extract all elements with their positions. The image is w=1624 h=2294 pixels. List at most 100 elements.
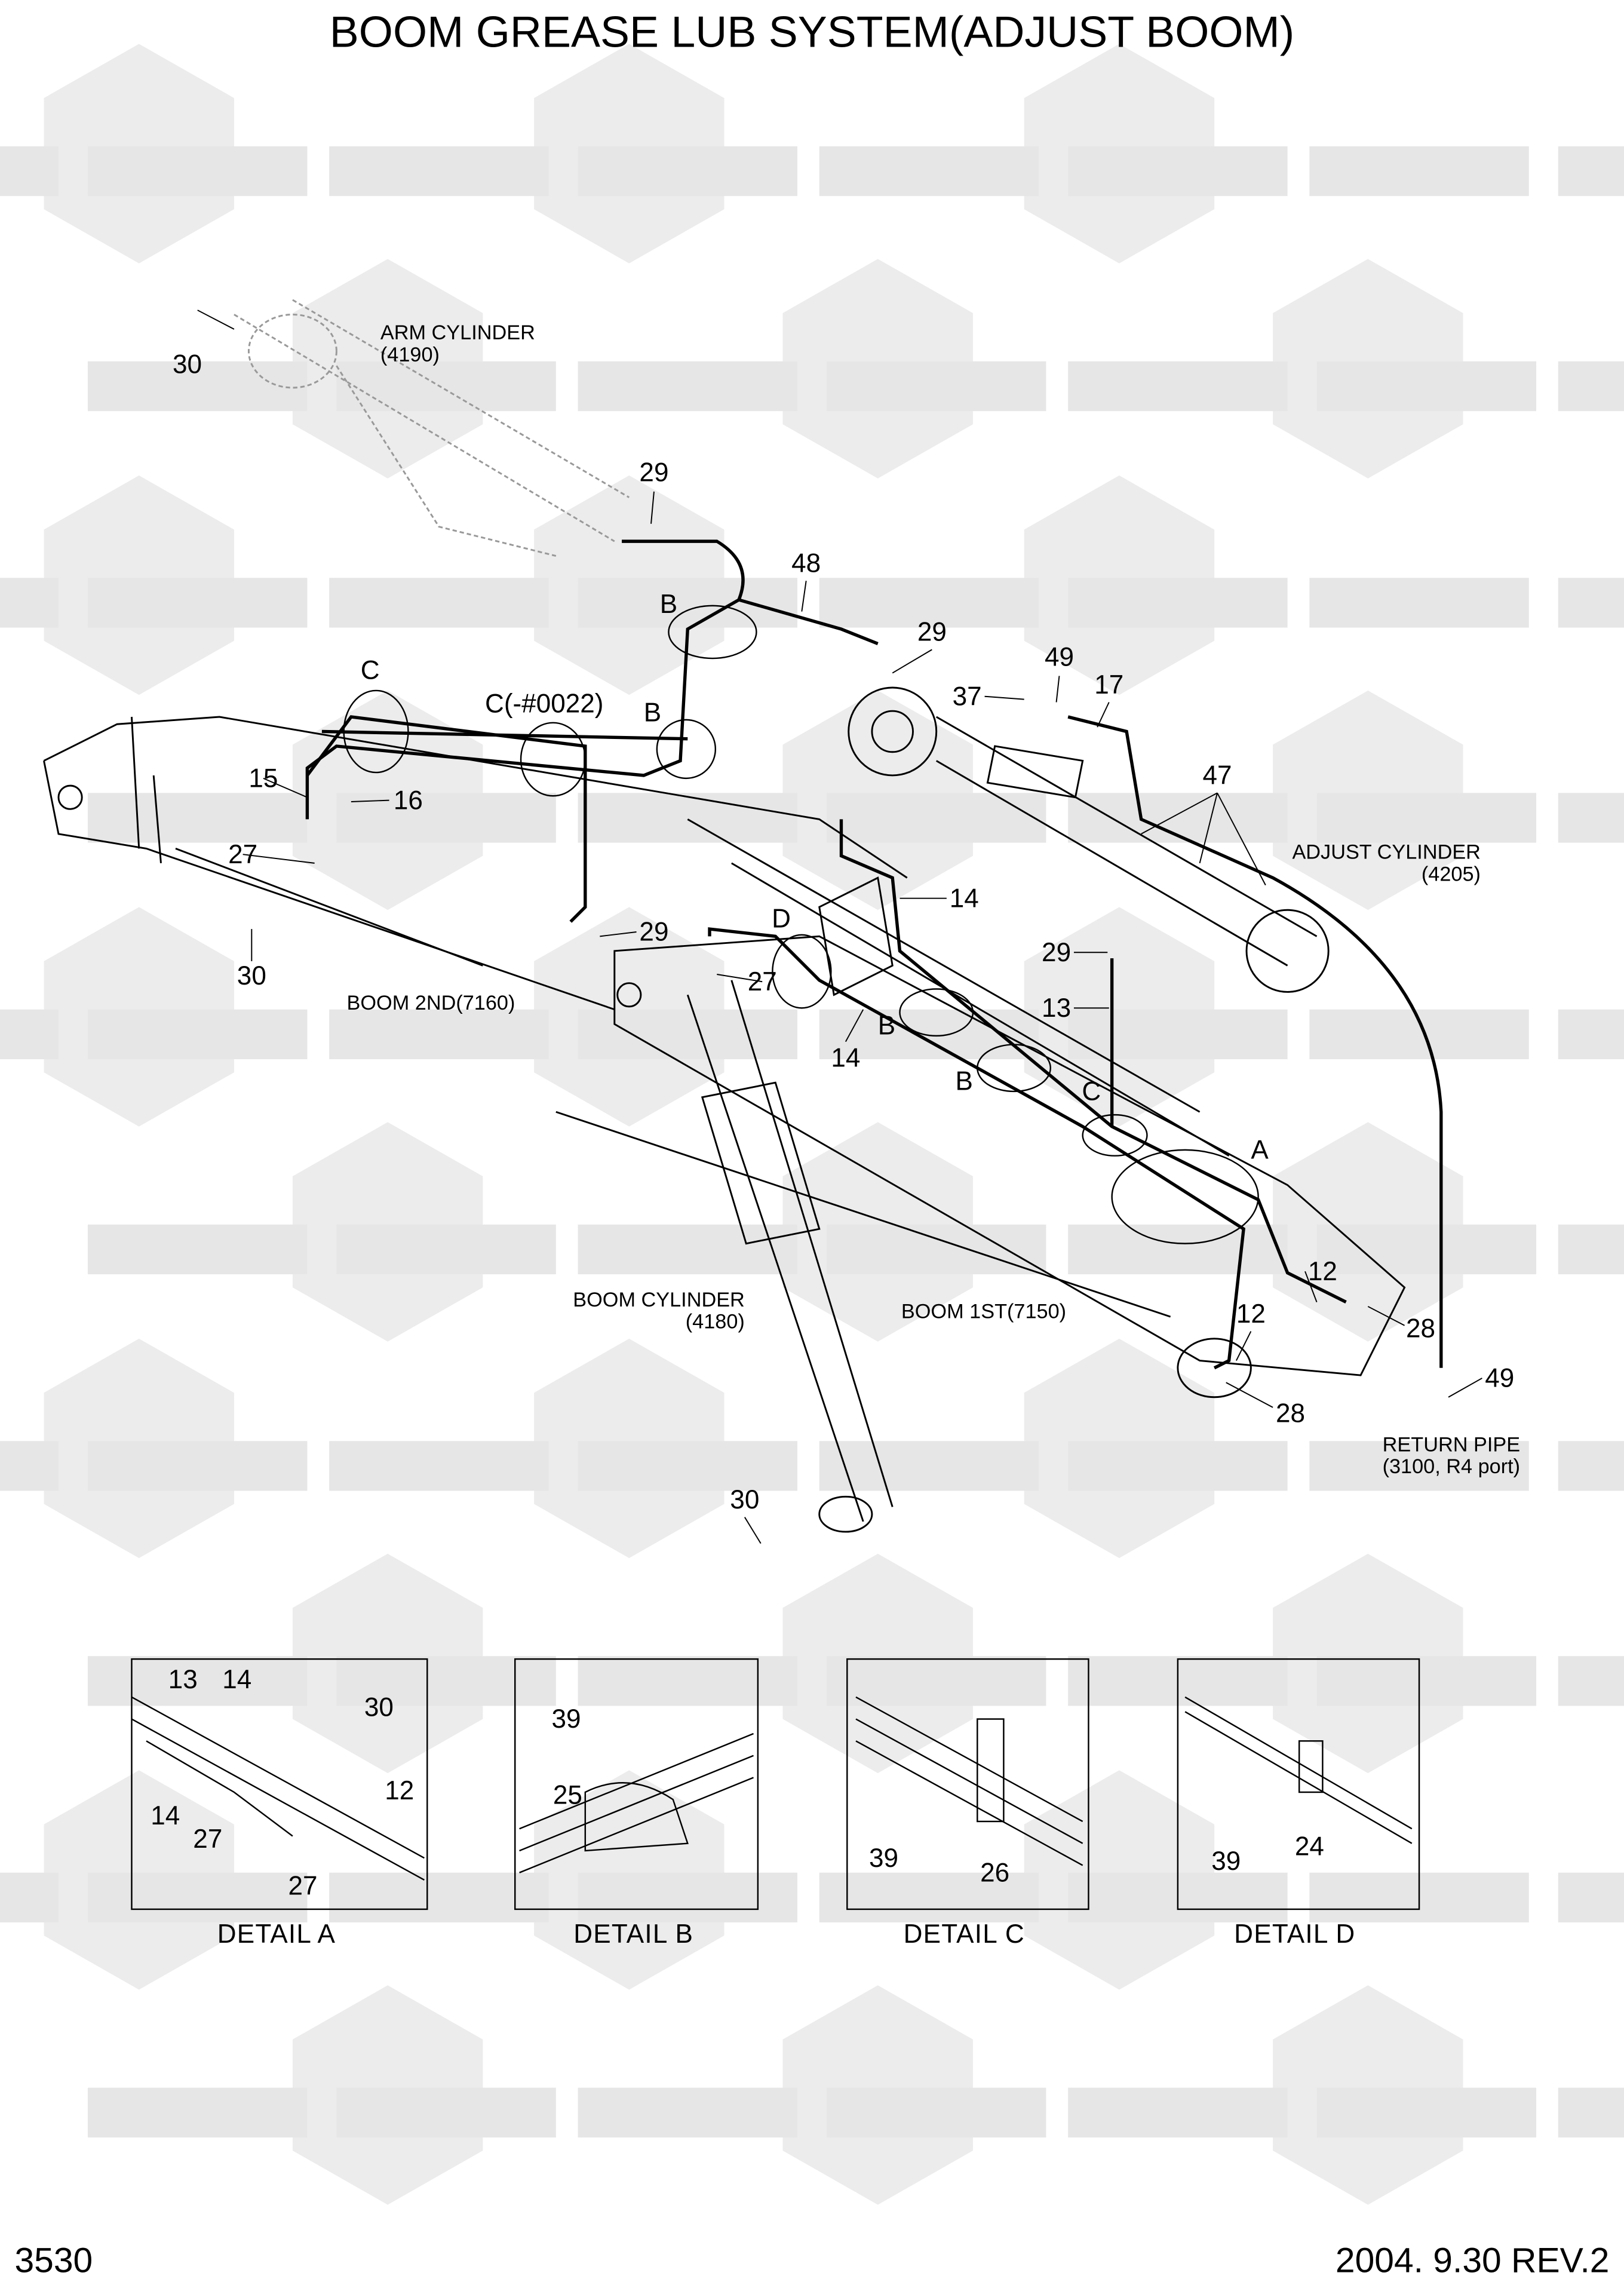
watermark-band — [87, 1656, 308, 1706]
callout-number: 29 — [639, 918, 668, 947]
adjust-cylinder-name: ADJUST CYLINDER — [1292, 841, 1480, 864]
watermark-band — [336, 361, 556, 412]
boom-cylinder-name: BOOM CYLINDER — [573, 1289, 745, 1311]
watermark-band — [1068, 1009, 1288, 1060]
watermark-band — [1068, 2087, 1288, 2137]
watermark-band — [1316, 361, 1537, 412]
watermark-band — [819, 578, 1039, 628]
callout-number: 29 — [917, 618, 947, 647]
watermark-band — [329, 578, 549, 628]
watermark-band — [819, 1872, 1039, 1922]
watermark-band — [826, 1224, 1046, 1275]
watermark-band — [87, 1009, 308, 1060]
boom-cylinder-drawing — [686, 980, 894, 1533]
watermark-band — [1309, 1009, 1529, 1060]
detail-callout-number: 14 — [151, 1801, 180, 1830]
watermark-band — [1558, 1224, 1624, 1275]
watermark-band — [1316, 1224, 1537, 1275]
label-boom-2nd: BOOM 2ND(7160) — [347, 992, 515, 1014]
callout-number: 47 — [1203, 761, 1232, 790]
watermark-band — [0, 578, 59, 628]
detail-callout-number: 14 — [222, 1665, 251, 1694]
detail-callout-number: 24 — [1295, 1832, 1324, 1861]
callout-number: 29 — [639, 458, 668, 487]
watermark-band — [578, 361, 798, 412]
watermark-band — [1309, 146, 1529, 197]
watermark-band — [0, 1009, 59, 1060]
boom-cylinder-code: (4180) — [686, 1311, 745, 1333]
watermark-band — [87, 1224, 308, 1275]
callout-number: B — [644, 698, 661, 727]
watermark-band — [1068, 1441, 1288, 1491]
callout-number: C — [361, 655, 380, 685]
watermark-band — [578, 2087, 798, 2137]
callout-number: 14 — [831, 1043, 860, 1072]
watermark-band — [1068, 1224, 1288, 1275]
callout-number: 17 — [1094, 670, 1123, 700]
watermark-band — [826, 793, 1046, 843]
detail-callout-number: 39 — [1211, 1847, 1241, 1876]
callout-number: C — [1082, 1077, 1101, 1106]
watermark-band — [336, 2087, 556, 2137]
adjust-cylinder-drawing — [848, 686, 1330, 993]
watermark-band — [1558, 146, 1624, 197]
watermark-band — [87, 361, 308, 412]
boom-2nd-drawing — [43, 716, 908, 1011]
detail-a-label: DETAIL A — [217, 1919, 336, 1949]
detail-boxes — [131, 1658, 1420, 1910]
watermark-band — [87, 793, 308, 843]
callout-number: 30 — [173, 349, 202, 379]
watermark-band — [578, 1441, 798, 1491]
callout-number: 49 — [1485, 1364, 1514, 1393]
callout-number: 48 — [791, 549, 821, 578]
callout-number: 49 — [1045, 642, 1074, 671]
boom-1st-drawing — [555, 818, 1406, 1399]
watermark-band — [826, 361, 1046, 412]
callout-number: 29 — [1042, 938, 1071, 967]
callout-number: B — [660, 590, 677, 619]
detail-callout-number: 13 — [168, 1665, 198, 1694]
watermark-band — [1558, 578, 1624, 628]
watermark-band — [1558, 1009, 1624, 1060]
watermark-band — [1316, 793, 1537, 843]
watermark-band — [87, 1441, 308, 1491]
watermark-band — [87, 578, 308, 628]
return-pipe-port: (3100, R4 port) — [1383, 1455, 1520, 1478]
arm-cylinder-drawing — [234, 299, 630, 557]
watermark-band — [826, 2087, 1046, 2137]
watermark-band — [578, 146, 798, 197]
watermark-band — [0, 1872, 59, 1922]
leader-lines — [197, 309, 1482, 1544]
watermark-band — [1558, 1872, 1624, 1922]
watermark-band — [819, 146, 1039, 197]
arm-cylinder-name: ARM CYLINDER — [380, 321, 535, 344]
watermark-band — [1558, 1656, 1624, 1706]
watermark-band — [578, 578, 798, 628]
callout-number: 30 — [237, 961, 266, 990]
detail-callout-number: 26 — [980, 1858, 1009, 1887]
label-boom-1st: BOOM 1ST(7150) — [901, 1301, 1066, 1323]
callout-number: B — [878, 1011, 895, 1040]
watermark-layer — [0, 44, 1624, 2205]
return-pipe-name: RETURN PIPE — [1383, 1433, 1520, 1456]
callout-number: A — [1251, 1136, 1269, 1165]
watermark-band — [578, 793, 798, 843]
callout-number: 27 — [748, 967, 777, 996]
detail-b-label: DETAIL B — [573, 1919, 693, 1949]
watermark-band — [329, 1872, 549, 1922]
page-title: BOOM GREASE LUB SYSTEM(ADJUST BOOM) — [330, 7, 1294, 56]
watermark-band — [1558, 2087, 1624, 2137]
callout-number: D — [772, 904, 791, 934]
watermark-band — [0, 146, 59, 197]
adjust-cylinder-code: (4205) — [1422, 863, 1481, 885]
watermark-band — [87, 2087, 308, 2137]
detail-callout-number: 39 — [551, 1704, 581, 1734]
callout-number: B — [956, 1066, 973, 1096]
watermark-band — [578, 1656, 798, 1706]
watermark-band — [1068, 578, 1288, 628]
watermark-band — [87, 1872, 308, 1922]
callout-number: 28 — [1406, 1314, 1435, 1343]
watermark-band — [578, 1009, 798, 1060]
